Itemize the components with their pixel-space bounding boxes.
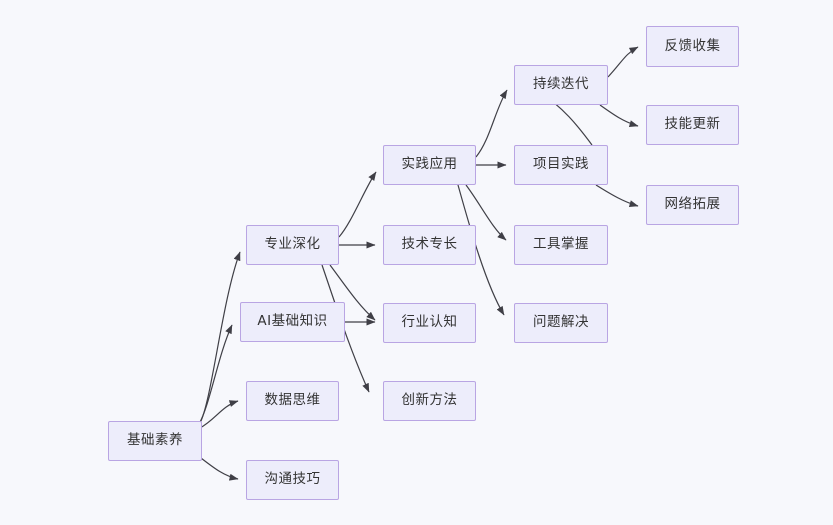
node-label: 技能更新 bbox=[664, 116, 721, 133]
edge-n10-to-n14 bbox=[607, 46, 639, 78]
edge-n1-to-n2 bbox=[199, 251, 241, 424]
node-label: 技术专长 bbox=[401, 236, 458, 253]
node-label: 沟通技巧 bbox=[264, 471, 321, 488]
node-label: 项目实践 bbox=[533, 156, 589, 173]
edge-n10-to-n15 bbox=[599, 104, 639, 128]
node-label: 基础素养 bbox=[127, 432, 183, 449]
edge-n6-to-n10 bbox=[475, 89, 508, 158]
node-n11[interactable]: 项目实践 bbox=[514, 145, 608, 185]
node-n12[interactable]: 工具掌握 bbox=[514, 225, 608, 265]
edge-n1-to-n4 bbox=[199, 400, 239, 429]
node-label: 问题解决 bbox=[533, 314, 589, 331]
edge-n2-to-n6 bbox=[338, 171, 377, 238]
edge-n1-to-n3 bbox=[198, 324, 233, 425]
node-label: 网络拓展 bbox=[664, 196, 721, 213]
node-n10[interactable]: 持续迭代 bbox=[514, 65, 608, 105]
node-n5[interactable]: 沟通技巧 bbox=[246, 460, 339, 500]
node-n4[interactable]: 数据思维 bbox=[246, 381, 339, 421]
node-label: 实践应用 bbox=[401, 156, 458, 173]
node-label: 创新方法 bbox=[401, 392, 458, 409]
node-label: 工具掌握 bbox=[533, 236, 589, 253]
node-n8[interactable]: 行业认知 bbox=[383, 303, 476, 343]
node-label: 专业深化 bbox=[264, 236, 321, 253]
node-n16[interactable]: 网络拓展 bbox=[646, 185, 739, 225]
node-label: AI基础知识 bbox=[257, 313, 328, 330]
node-label: 持续迭代 bbox=[533, 76, 589, 93]
node-n6[interactable]: 实践应用 bbox=[383, 145, 476, 185]
node-n14[interactable]: 反馈收集 bbox=[646, 26, 739, 67]
node-n2[interactable]: 专业深化 bbox=[246, 225, 339, 265]
node-n1[interactable]: 基础素养 bbox=[108, 421, 202, 461]
node-n15[interactable]: 技能更新 bbox=[646, 105, 739, 145]
edge-group bbox=[198, 46, 639, 481]
node-label: 数据思维 bbox=[264, 392, 321, 409]
edge-n6-to-n13 bbox=[457, 184, 505, 316]
edge-n6-to-n12 bbox=[465, 184, 507, 241]
node-n7[interactable]: 技术专长 bbox=[383, 225, 476, 265]
edge-n11-to-n16 bbox=[595, 184, 639, 208]
node-n3[interactable]: AI基础知识 bbox=[240, 302, 345, 342]
node-n13[interactable]: 问题解决 bbox=[514, 303, 608, 343]
node-label: 反馈收集 bbox=[664, 37, 721, 54]
edge-n1-to-n5 bbox=[200, 457, 239, 481]
node-label: 行业认知 bbox=[401, 314, 458, 331]
edge-n2-to-n8 bbox=[329, 264, 376, 321]
node-n9[interactable]: 创新方法 bbox=[383, 381, 476, 421]
